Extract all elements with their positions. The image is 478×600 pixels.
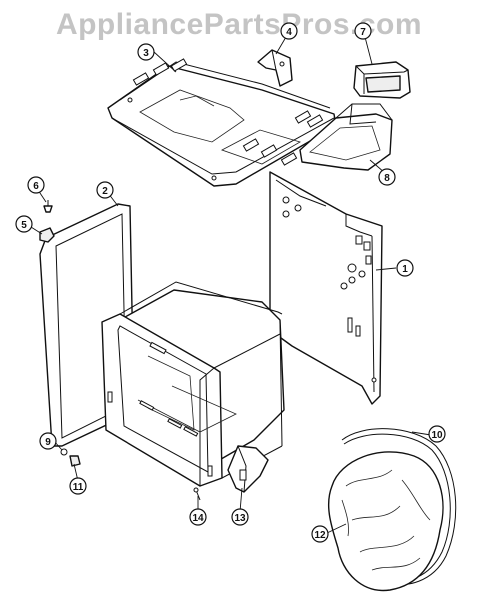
part-seal-gasket <box>341 428 457 585</box>
part-side-panel <box>269 171 383 405</box>
callout-9: 9 <box>39 432 57 450</box>
callout-2: 2 <box>96 181 114 199</box>
callout-12: 12 <box>311 525 329 543</box>
part-fastener-9 <box>60 448 68 456</box>
callout-5: 5 <box>15 215 33 233</box>
callout-11-label: 11 <box>73 482 84 493</box>
callout-10-label: 10 <box>431 430 443 441</box>
callout-1: 1 <box>396 259 414 277</box>
callout-9-label: 9 <box>45 437 51 448</box>
callout-6-label: 6 <box>33 181 39 192</box>
callout-4-label: 4 <box>286 27 292 38</box>
part-fastener-11 <box>69 455 81 467</box>
part-vent-channel <box>299 103 393 171</box>
part-bracket <box>257 49 293 87</box>
part-clip <box>39 227 55 243</box>
callout-7-label: 7 <box>360 27 366 38</box>
callout-10: 10 <box>428 425 446 443</box>
callout-1-label: 1 <box>402 264 408 275</box>
part-pin <box>193 487 201 501</box>
part-trim-handle <box>353 61 411 99</box>
part-latch-bracket <box>227 445 269 493</box>
callout-13: 13 <box>231 508 249 526</box>
callout-14: 14 <box>189 508 207 526</box>
part-insulation <box>327 451 444 592</box>
part-screw <box>43 200 53 213</box>
callout-13-label: 13 <box>234 513 246 524</box>
part-oven-cavity <box>101 281 285 487</box>
callout-3: 3 <box>137 43 155 61</box>
callout-12-label: 12 <box>314 530 326 541</box>
callout-2-label: 2 <box>102 186 108 197</box>
callout-8: 8 <box>378 168 396 186</box>
callout-7: 7 <box>354 22 372 40</box>
callout-6: 6 <box>27 176 45 194</box>
part-top-frame <box>107 58 337 187</box>
callout-14-label: 14 <box>192 513 204 524</box>
callout-11: 11 <box>69 477 87 495</box>
callout-5-label: 5 <box>21 220 27 231</box>
callout-4: 4 <box>280 22 298 40</box>
callout-3-label: 3 <box>143 48 149 59</box>
callout-8-label: 8 <box>384 173 390 184</box>
